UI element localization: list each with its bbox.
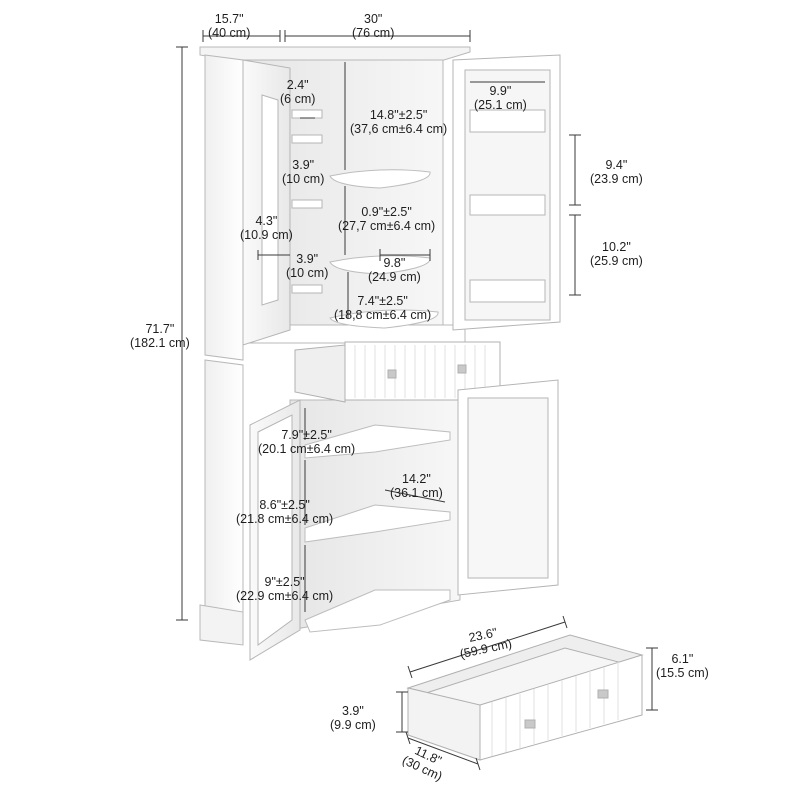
dim-value: 30" <box>364 12 383 26</box>
dim-metric: (23.9 cm) <box>590 172 643 186</box>
dim-metric: (76 cm) <box>352 26 395 40</box>
dim-value: 4.3" <box>255 214 278 228</box>
dim-metric: (21.8 cm±6.4 cm) <box>236 512 334 526</box>
dim-drawer-inner-height: 3.9" (9.9 cm) <box>330 704 376 732</box>
upper-right-door <box>452 54 561 331</box>
dim-depth-top: 15.7" (40 cm) <box>208 12 250 40</box>
dim-metric: (182.1 cm) <box>130 336 190 350</box>
dim-metric: (6 cm) <box>280 92 316 106</box>
lower-shelves <box>304 424 451 633</box>
lower-left-door <box>249 399 301 661</box>
dim-metric: (25.9 cm) <box>590 254 643 268</box>
dim-value: 14.8"±2.5" <box>369 108 428 122</box>
dim-metric: (10 cm) <box>286 266 329 280</box>
dim-metric: (40 cm) <box>208 26 251 40</box>
dim-value: 9.4" <box>605 158 628 172</box>
dim-metric: (24.9 cm) <box>368 270 421 284</box>
dim-value: 7.9"±2.5" <box>281 428 332 442</box>
dim-door-rack-gap: 2.4" (6 cm) <box>280 78 315 106</box>
dim-door-rack-right-2: 10.2" (25.9 cm) <box>590 240 643 268</box>
dim-lower-shelf-low: 9"±2.5" (22.9 cm±6.4 cm) <box>236 575 333 603</box>
dim-width-top: 30" (76 cm) <box>352 12 394 40</box>
dim-door-rack-width: 9.9" (25.1 cm) <box>474 84 527 112</box>
dim-drawer-height: 6.1" (15.5 cm) <box>656 652 709 680</box>
dim-value: 8.6"±2.5" <box>259 498 310 512</box>
dim-upper-shelf-mid: 0.9"±2.5" (27,7 cm±6.4 cm) <box>338 205 435 233</box>
detached-drawer <box>406 634 644 761</box>
dim-metric: (36.1 cm) <box>390 486 443 500</box>
dim-value: 2.4" <box>286 78 309 92</box>
dim-value: 9"±2.5" <box>264 575 305 589</box>
dim-metric: (25.1 cm) <box>474 98 527 112</box>
dim-value: 71.7" <box>145 322 175 336</box>
dim-door-rack-left: 4.3" (10.9 cm) <box>240 214 293 242</box>
dim-value: 14.2" <box>402 472 431 486</box>
dim-value: 9.8" <box>383 256 406 270</box>
upper-shelves <box>329 169 439 329</box>
dim-metric: (9.9 cm) <box>330 718 376 732</box>
dim-metric: (10.9 cm) <box>240 228 293 242</box>
dim-door-rack-right-1: 9.4" (23.9 cm) <box>590 158 643 186</box>
dim-value: 9.9" <box>489 84 512 98</box>
dim-metric: (18,8 cm±6.4 cm) <box>334 308 432 322</box>
dim-door-rack-pitch-2: 3.9" (10 cm) <box>286 252 328 280</box>
dim-lower-shelf-top: 7.9"±2.5" (20.1 cm±6.4 cm) <box>258 428 355 456</box>
dim-value: 10.2" <box>602 240 631 254</box>
dim-metric: (37,6 cm±6.4 cm) <box>350 122 448 136</box>
dim-value: 6.1" <box>671 652 694 666</box>
dim-value: 3.9" <box>296 252 319 266</box>
dim-value: 7.4"±2.5" <box>357 294 408 308</box>
dim-value: 3.9" <box>342 704 364 718</box>
dim-metric: (20.1 cm±6.4 cm) <box>258 442 356 456</box>
upper-left-door <box>242 59 323 346</box>
dim-upper-shelf-low: 7.4"±2.5" (18,8 cm±6.4 cm) <box>334 294 431 322</box>
dim-lower-shelf-depth: 14.2" (36.1 cm) <box>390 472 443 500</box>
dim-lower-shelf-mid: 8.6"±2.5" (21.8 cm±6.4 cm) <box>236 498 333 526</box>
dim-height-total: 71.7" (182.1 cm) <box>130 322 190 350</box>
dim-value: 3.9" <box>292 158 315 172</box>
dim-metric: (27,7 cm±6.4 cm) <box>338 219 436 233</box>
dim-upper-shelf-top: 14.8"±2.5" (37,6 cm±6.4 cm) <box>350 108 447 136</box>
dim-metric: (22.9 cm±6.4 cm) <box>236 589 334 603</box>
dim-value: 15.7" <box>214 12 244 26</box>
dim-upper-shelf-depth: 9.8" (24.9 cm) <box>368 256 421 284</box>
dim-door-rack-pitch-1: 3.9" (10 cm) <box>282 158 324 186</box>
dimension-lines <box>176 30 658 771</box>
dim-metric: (15.5 cm) <box>656 666 709 680</box>
dim-value: 0.9"±2.5" <box>361 205 412 219</box>
lower-right-door <box>457 379 559 596</box>
dim-metric: (10 cm) <box>282 172 325 186</box>
